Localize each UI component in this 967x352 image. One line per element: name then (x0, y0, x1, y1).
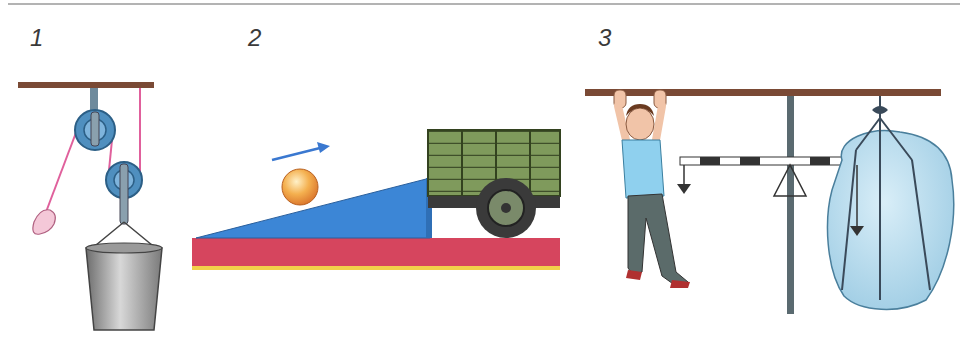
frame-line (8, 3, 960, 5)
pulley-system (18, 82, 162, 330)
panel-number: 3 (598, 26, 611, 50)
inclined-plane (192, 130, 560, 270)
panel-number: 2 (248, 26, 261, 50)
boy-figure (614, 90, 690, 288)
panel-number: 1 (30, 26, 43, 50)
lever-scene (585, 89, 954, 314)
